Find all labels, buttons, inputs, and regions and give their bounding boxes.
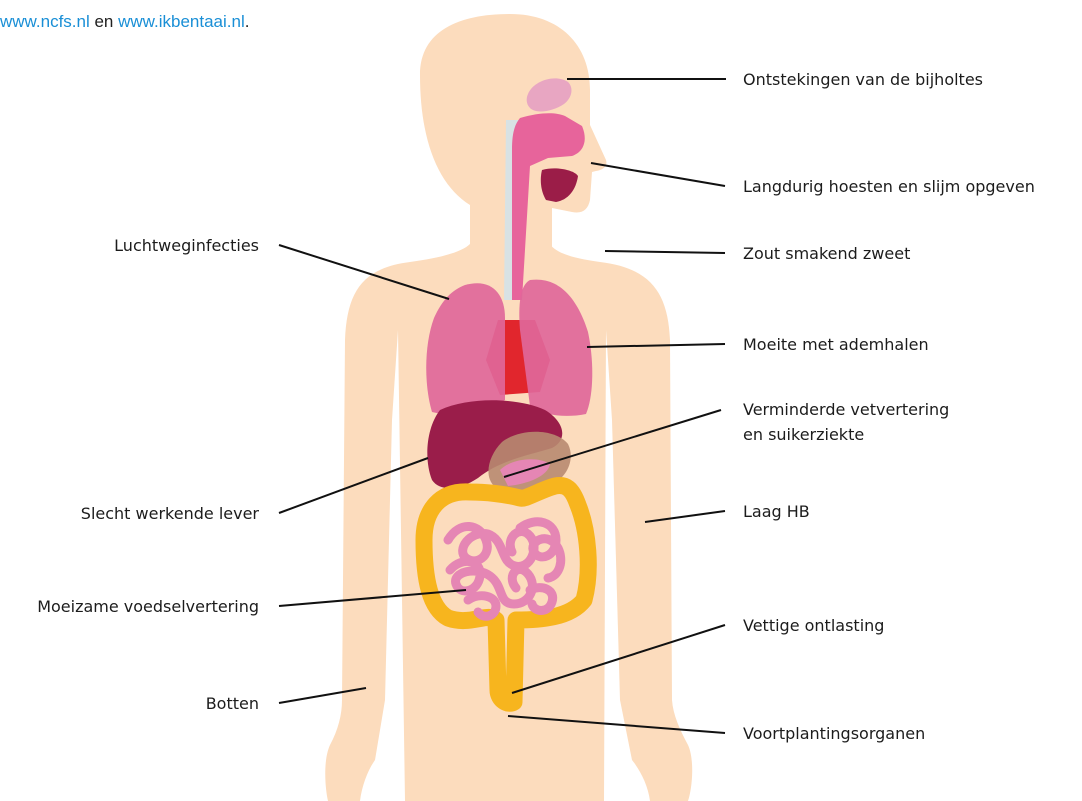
label-sweat: Zout smakend zweet <box>743 244 910 263</box>
label-airway-infections: Luchtweginfecties <box>114 236 259 255</box>
label-fat-line2: en suikerziekte <box>743 425 864 444</box>
line-cough <box>591 163 725 186</box>
label-cough: Langdurig hoesten en slijm opgeven <box>743 177 1035 196</box>
label-sinus: Ontstekingen van de bijholtes <box>743 70 983 89</box>
label-digestion: Moeizame voedselvertering <box>37 597 259 616</box>
label-repro: Voortplantingsorganen <box>743 724 925 743</box>
label-hb: Laag HB <box>743 502 810 521</box>
label-bones: Botten <box>206 694 259 713</box>
label-breath: Moeite met ademhalen <box>743 335 929 354</box>
label-liver: Slecht werkende lever <box>81 504 260 523</box>
label-fat-line1: Verminderde vetvertering <box>743 400 949 419</box>
label-stool: Vettige ontlasting <box>743 616 884 635</box>
line-sweat <box>605 251 725 253</box>
